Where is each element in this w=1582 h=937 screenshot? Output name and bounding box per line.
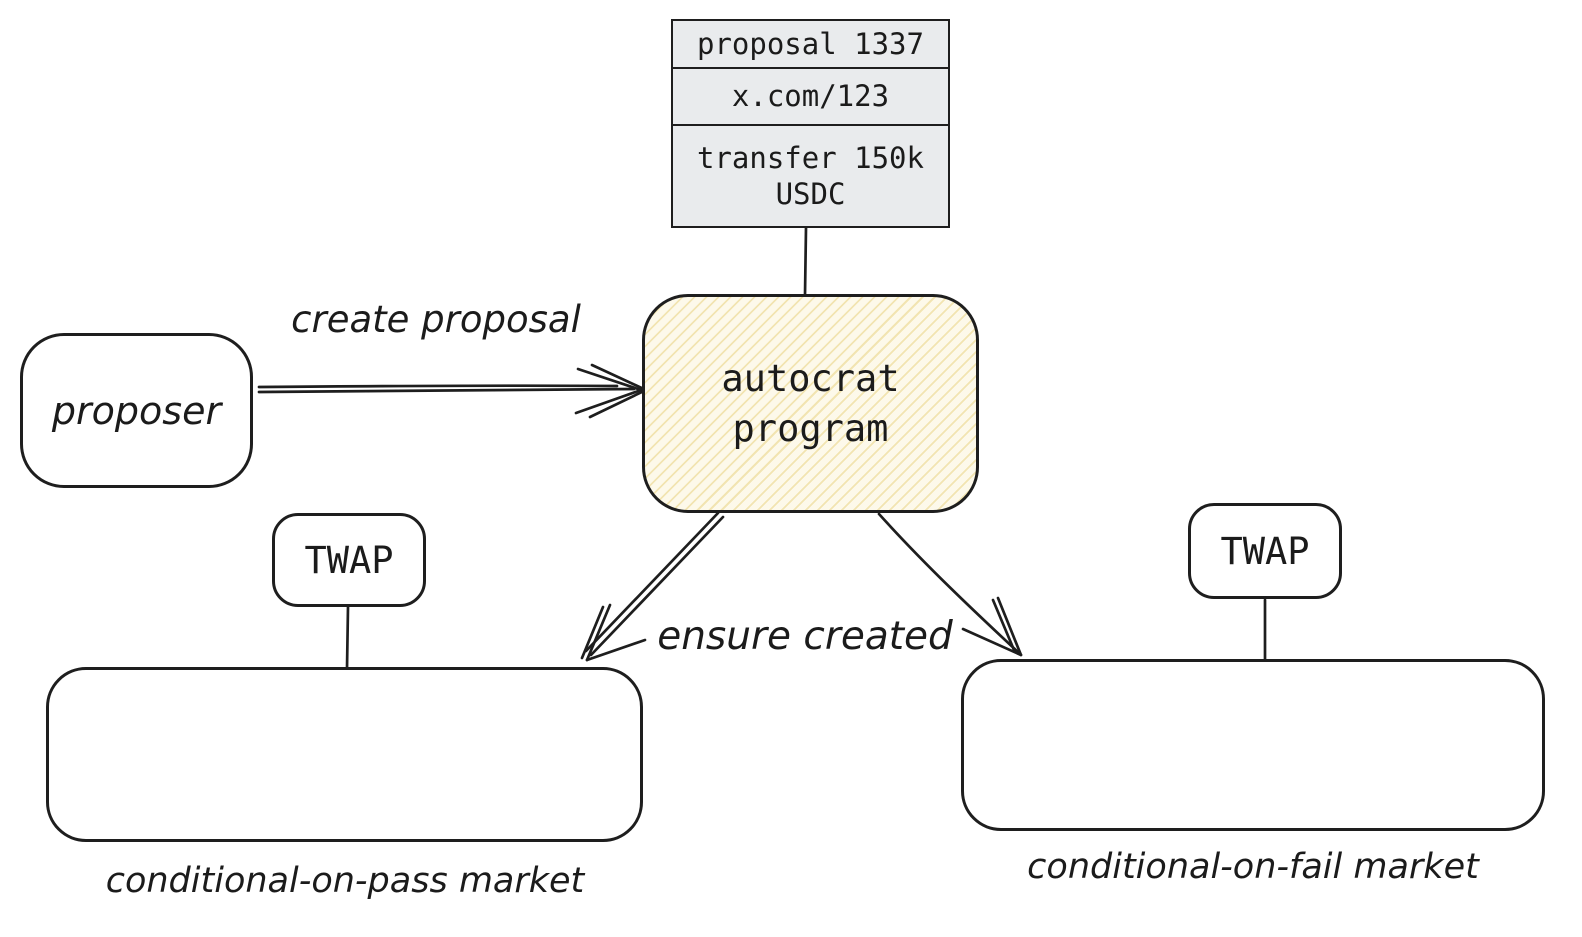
proposal-card-row-link: x.com/123 bbox=[673, 67, 948, 124]
create-proposal-arrow bbox=[257, 363, 648, 419]
proposal-card-row-title: proposal 1337 bbox=[673, 21, 948, 67]
proposal-card-link: x.com/123 bbox=[731, 79, 890, 114]
conditional-on-fail-market-caption: conditional-on-fail market bbox=[1027, 847, 1479, 887]
autocrat-program-label: autocrat program bbox=[721, 356, 900, 450]
twap-fail-node: TWAP bbox=[1188, 503, 1342, 599]
twap-pass-node: TWAP bbox=[272, 513, 426, 607]
proposal-card-connector bbox=[803, 226, 808, 297]
conditional-on-fail-market-node bbox=[961, 659, 1545, 831]
ensure-created-label: ensure created bbox=[657, 614, 953, 659]
proposer-node: proposer bbox=[20, 333, 253, 488]
create-proposal-label: create proposal bbox=[291, 298, 581, 341]
proposal-card-row-action: transfer 150k USDC bbox=[673, 124, 948, 226]
twap-pass-connector bbox=[345, 605, 350, 671]
conditional-on-pass-market-node bbox=[46, 667, 643, 842]
autocrat-program-node: autocrat program bbox=[642, 294, 979, 513]
conditional-on-pass-market-caption: conditional-on-pass market bbox=[105, 861, 585, 901]
proposal-card-title: proposal 1337 bbox=[697, 26, 924, 61]
proposal-card-node: proposal 1337 x.com/123 transfer 150k US… bbox=[671, 19, 950, 228]
twap-fail-label: TWAP bbox=[1220, 529, 1310, 573]
proposal-card-action: transfer 150k USDC bbox=[697, 140, 924, 211]
twap-pass-label: TWAP bbox=[304, 538, 394, 582]
proposer-label: proposer bbox=[51, 388, 222, 433]
